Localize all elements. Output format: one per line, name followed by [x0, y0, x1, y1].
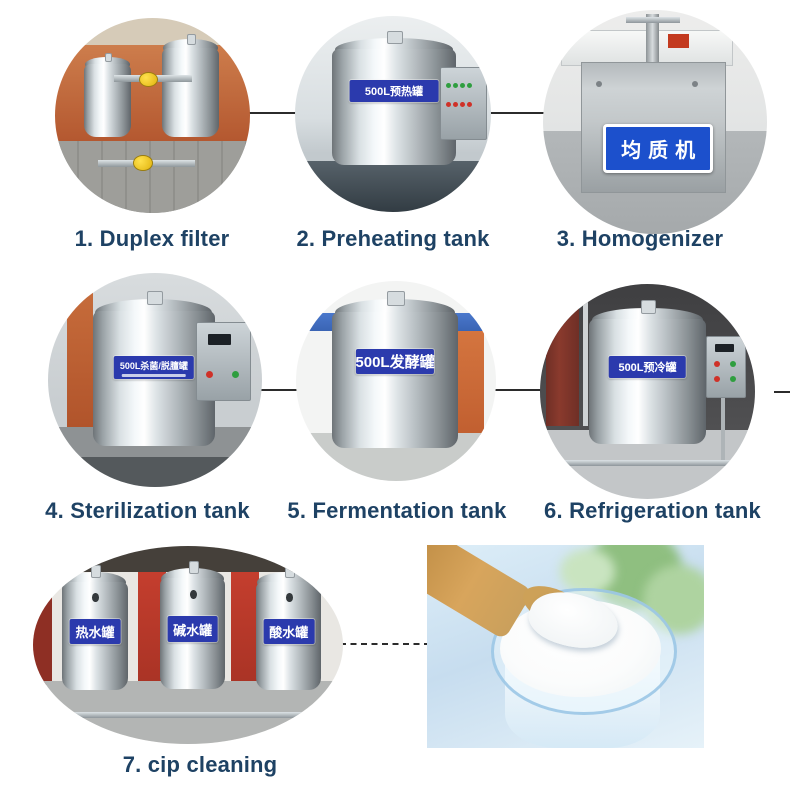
tank-body [332, 48, 456, 166]
label-small-text-bar [121, 373, 187, 377]
photo-preheating-tank: 500L预热罐 [295, 16, 491, 212]
cip-hot-water-tank: 热水罐 [62, 565, 128, 699]
manhole-port [190, 589, 197, 600]
tank-label: 500L预热罐 [349, 80, 439, 102]
tank-label-text: 热水罐 [75, 624, 115, 640]
panel-stand-pole [720, 395, 725, 461]
tank-label: 500L预冷罐 [609, 355, 686, 378]
tank-cap [640, 300, 657, 315]
frame-bolts [596, 80, 603, 87]
photo-duplex-filter [55, 18, 250, 213]
caption-step-4: 4. Sterilization tank [45, 498, 250, 523]
manhole-port [92, 593, 99, 603]
tank-label: 酸水罐 [263, 618, 315, 644]
tank-cap [284, 565, 295, 578]
background-floor-dark [48, 457, 262, 487]
background-light-pipe [583, 296, 589, 426]
photo-yogurt-bowl [427, 545, 704, 748]
background-building [55, 18, 250, 46]
vessel-body [162, 47, 219, 138]
panel-buttons-green [446, 83, 452, 89]
photo-refrigeration-tank: 500L预冷罐 [540, 284, 755, 499]
photo-sterilization-tank: 500L杀菌/脱膻罐 [48, 273, 262, 487]
floor-pipe [561, 460, 734, 466]
valve-tower [646, 14, 660, 64]
caption-step-2: 2. Preheating tank [296, 226, 490, 251]
yellow-valve-top [138, 71, 159, 88]
photo-fermentation-tank: 500L发酵罐 [296, 281, 496, 481]
tank-label-text: 酸水罐 [269, 624, 309, 640]
tank-body [589, 319, 706, 444]
connector-step4-step5 [260, 389, 300, 391]
homogenizer-sign-text: 均质机 [621, 140, 703, 162]
control-panel [705, 335, 747, 398]
tank-label-text: 500L发酵罐 [355, 353, 435, 371]
caption-step-1: 1. Duplex filter [74, 226, 230, 251]
caption-step-5: 5. Fermentation tank [287, 498, 507, 523]
panel-button-green2 [729, 376, 736, 383]
tank-cap [91, 565, 101, 578]
connector-step7-yogurt [340, 643, 430, 645]
background-pillar-red-2 [231, 571, 260, 685]
vessel-cap [104, 52, 113, 62]
tank-label: 热水罐 [69, 618, 121, 644]
tank-cap [146, 290, 164, 306]
panel-display [208, 334, 231, 345]
cip-alkali-water-tank: 碱水罐 [160, 561, 226, 699]
connector-step1-step2 [248, 112, 298, 114]
tank-label-text: 500L杀菌/脱膻罐 [119, 360, 188, 371]
refrigeration-tank: 500L预冷罐 [589, 300, 706, 454]
panel-button-red [713, 360, 720, 367]
panel-display [715, 343, 735, 352]
homogenizer-sign: 均质机 [603, 124, 713, 173]
manhole-port [286, 593, 293, 603]
tank-cap [386, 30, 404, 44]
tank-body [332, 311, 458, 448]
connector-step2-step3 [489, 112, 545, 114]
cip-acid-water-tank: 酸水罐 [256, 565, 322, 699]
panel-buttons-red [446, 101, 452, 107]
panel-button-green [729, 360, 736, 367]
filter-vessel-large [162, 34, 219, 144]
tank-label-text: 500L预热罐 [364, 86, 424, 99]
tank-label: 500L发酵罐 [355, 348, 435, 375]
caption-step-6: 6. Refrigeration tank [544, 498, 761, 523]
tank-label: 碱水罐 [167, 616, 219, 643]
panel-button-red [206, 370, 214, 378]
caption-step-7: 7. cip cleaning [122, 752, 278, 777]
fermentation-tank: 500L发酵罐 [332, 291, 458, 459]
tank-cap [188, 561, 199, 574]
preheating-tank: 500L预热罐 [332, 30, 456, 175]
background-floor [55, 140, 250, 213]
panel-button-red2 [713, 376, 720, 383]
background-pillar-orange [454, 331, 484, 435]
caption-step-3: 3. Homogenizer [556, 226, 724, 251]
cip-manifold-pipe [45, 712, 331, 719]
panel-button-green [231, 370, 239, 378]
yellow-valve-bottom [133, 155, 153, 172]
tank-label: 500L杀菌/脱膻罐 [113, 355, 195, 380]
vessel-cap [187, 34, 196, 45]
greenery-leaf [559, 549, 616, 594]
tank-label-text: 碱水罐 [173, 622, 213, 638]
control-panel [440, 66, 488, 140]
connector-step6-edge [774, 391, 790, 393]
background-pillar-orange [67, 273, 93, 428]
tank-cap [387, 291, 405, 306]
connector-step5-step6 [494, 389, 542, 391]
background-red-edge [33, 571, 52, 685]
brand-sticker [668, 33, 689, 49]
control-panel [195, 322, 252, 402]
background-floor [295, 161, 491, 212]
sterilization-tank: 500L杀菌/脱膻罐 [92, 290, 215, 457]
background-red-pipes [546, 301, 579, 426]
valve-handle [625, 16, 680, 24]
photo-homogenizer: 均质机 [543, 10, 767, 234]
tank-label-text: 500L预冷罐 [618, 361, 677, 374]
filter-vessel-small [84, 52, 132, 143]
photo-cip-cleaning: 热水罐 碱水罐 酸水罐 [33, 546, 343, 744]
